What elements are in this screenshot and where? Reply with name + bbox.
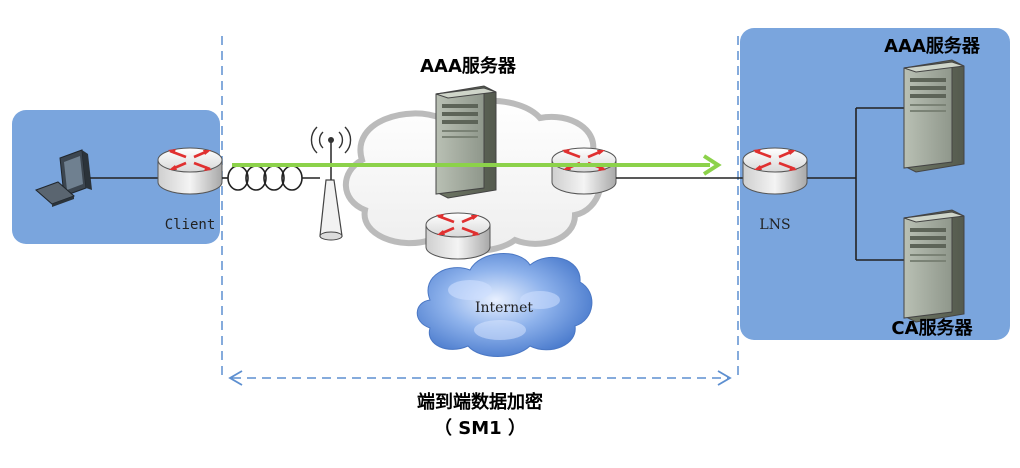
client-computer-icon <box>35 149 92 207</box>
e2e-encryption-label: 端到端数据加密 <box>417 391 543 413</box>
ca-server-icon <box>903 209 965 323</box>
client-zone <box>12 110 220 244</box>
aaa-server-middle-label: AAA服务器 <box>420 55 517 77</box>
client-label: Client <box>165 217 216 233</box>
aaa-server-middle-icon <box>435 85 497 199</box>
internet-cloud <box>416 253 593 357</box>
lns-label: LNS <box>759 217 790 233</box>
server-links <box>807 107 906 261</box>
sm1-label: （ SM1 ） <box>434 418 526 439</box>
e2e-encryption-arrow <box>228 370 732 386</box>
green-tunnel-arrow <box>232 154 722 176</box>
aaa-server-right-label: AAA服务器 <box>884 35 981 57</box>
lns-router-icon <box>741 146 809 196</box>
aaa-server-right-icon <box>903 59 965 173</box>
wireless-link-coil <box>222 165 320 191</box>
ca-server-label: CA服务器 <box>891 317 973 339</box>
lac-router-icon <box>550 146 618 196</box>
internet-router-icon <box>424 211 492 261</box>
client-router-icon <box>156 146 224 196</box>
internet-label: Internet <box>475 300 533 316</box>
base-station-antenna-icon <box>310 126 352 241</box>
